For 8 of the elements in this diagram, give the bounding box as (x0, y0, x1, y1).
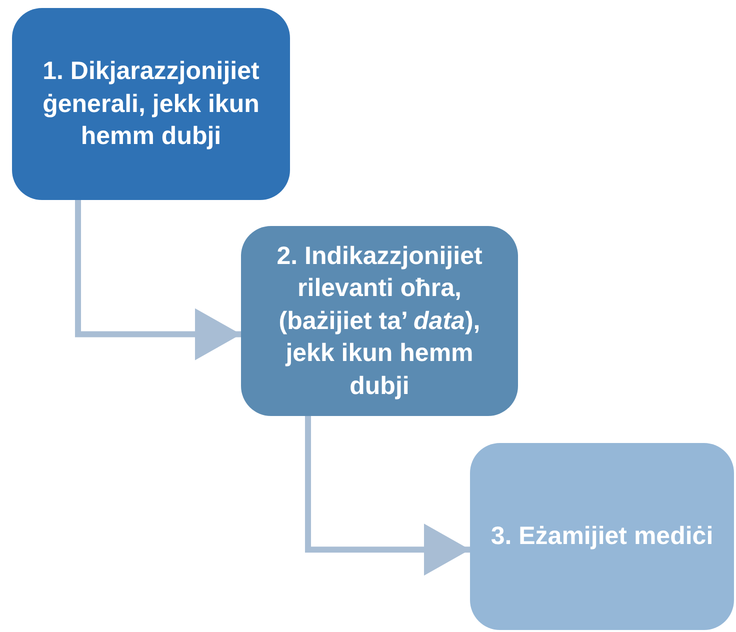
box-text: 3. Eżamijiet mediċi (490, 521, 714, 552)
process-box (470, 443, 734, 630)
process-box (241, 226, 518, 416)
box-text: 2. Indikazzjonijiet rilevanti oħra, (bażijiet ta’ data), jekk ikun hemm dubji (276, 240, 484, 402)
arrow (75, 200, 241, 360)
process-box (12, 8, 290, 200)
box-text: 1. Dikjarazzjonijiet ġenerali, jekk ikun hemm dubji (42, 56, 260, 152)
arrow (305, 416, 470, 576)
